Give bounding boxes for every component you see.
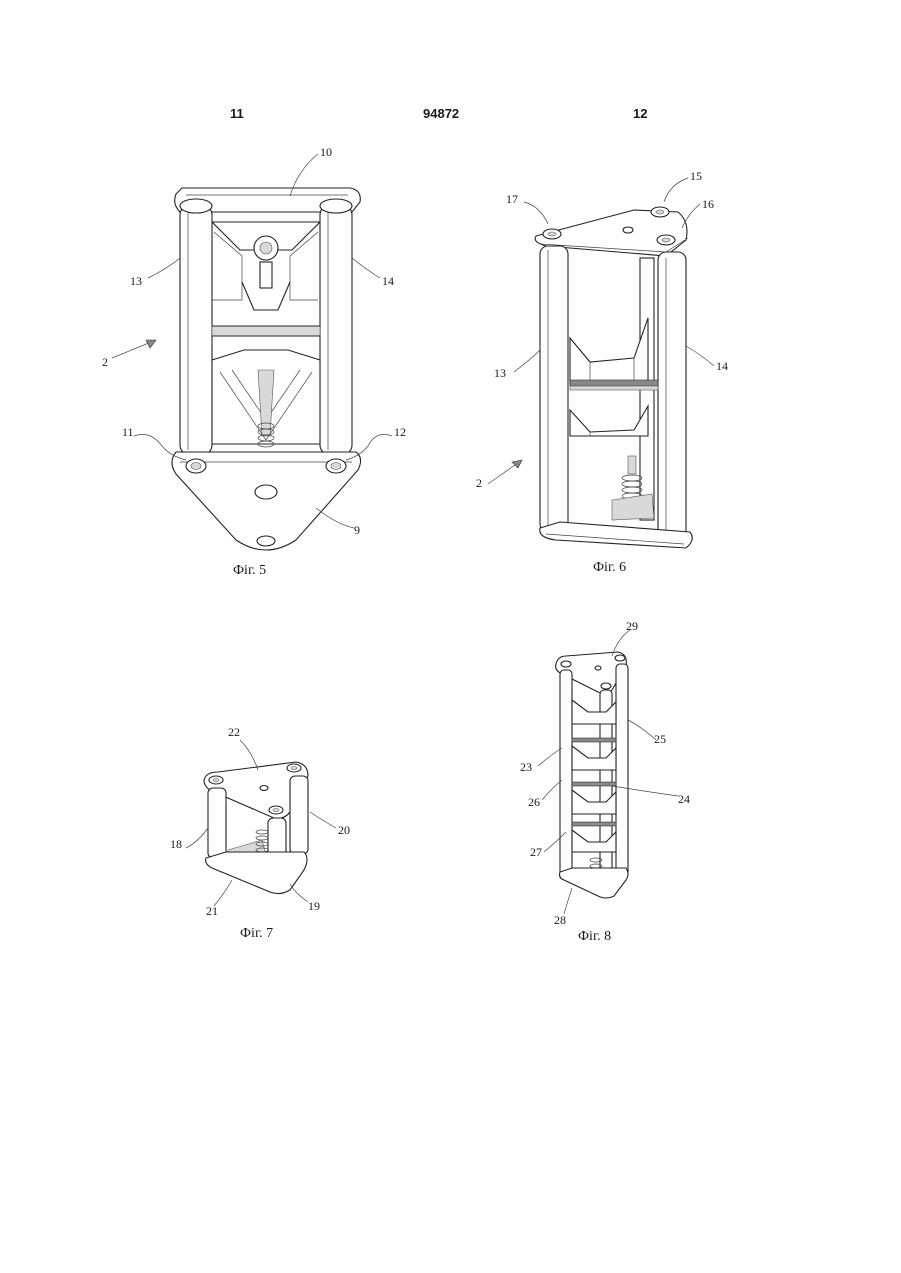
fig7-label-21: 21: [206, 904, 218, 918]
figure-5-caption: Фіг. 5: [233, 563, 266, 579]
fig8-label-26: 26: [528, 795, 540, 809]
fig5-label-9: 9: [354, 523, 360, 537]
fig5-label-14: 14: [382, 274, 394, 288]
fig8-label-23: 23: [520, 760, 532, 774]
fig5-label-2: 2: [102, 355, 108, 369]
fig8-label-29: 29: [626, 619, 638, 633]
fig6-label-17: 17: [506, 192, 518, 206]
figure-8-caption: Фіг. 8: [578, 929, 611, 945]
fig7-label-22: 22: [228, 725, 240, 739]
figure-7-drawing: [186, 740, 336, 906]
fig8-label-27: 27: [530, 845, 542, 859]
fig8-label-25: 25: [654, 732, 666, 746]
fig6-label-14: 14: [716, 359, 728, 373]
fig6-label-2: 2: [476, 476, 482, 490]
figure-6-drawing: [488, 178, 714, 548]
fig8-label-28: 28: [554, 913, 566, 927]
figure-7-caption: Фіг. 7: [240, 926, 273, 942]
fig7-label-18: 18: [170, 837, 182, 851]
fig5-label-11: 11: [122, 425, 134, 439]
fig5-label-13: 13: [130, 274, 142, 288]
figure-5-drawing: [112, 154, 392, 550]
fig5-label-10: 10: [320, 145, 332, 159]
fig5-label-12: 12: [394, 425, 406, 439]
fig7-label-19: 19: [308, 899, 320, 913]
figure-6-caption: Фіг. 6: [593, 560, 626, 576]
fig6-label-15: 15: [690, 169, 702, 183]
fig7-label-20: 20: [338, 823, 350, 837]
figure-8-drawing: [538, 630, 678, 914]
fig8-label-24: 24: [678, 792, 690, 806]
fig6-label-13: 13: [494, 366, 506, 380]
fig6-label-16: 16: [702, 197, 714, 211]
